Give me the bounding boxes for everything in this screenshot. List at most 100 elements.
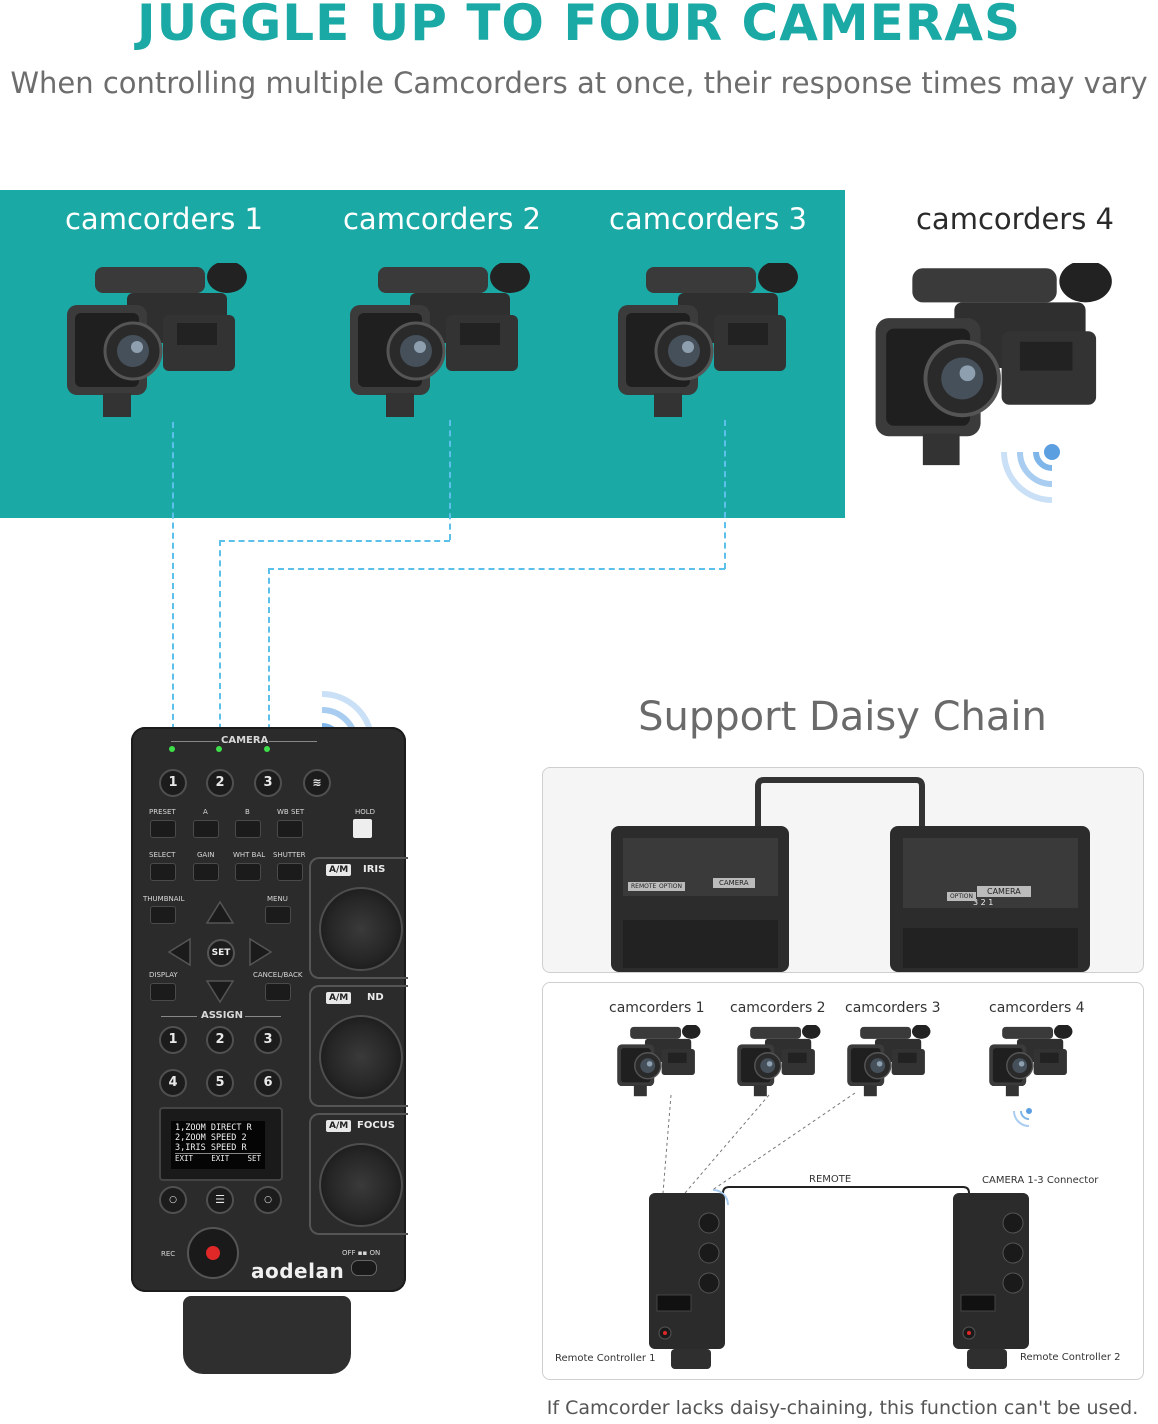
screen-exit-2: EXIT [211, 1154, 230, 1163]
camcorder-2-label: camcorders 2 [342, 202, 541, 236]
assign-5-button[interactable]: 5 [206, 1069, 234, 1097]
preset-button[interactable] [150, 820, 176, 838]
camera-label: CAMERA [221, 735, 269, 746]
screen-line-3: 3,IRIS SPEED R [175, 1143, 247, 1153]
divider [269, 741, 317, 742]
nd-am-badge: A/M [326, 992, 352, 1004]
iris-am-badge: A/M [326, 864, 352, 876]
gain-label: GAIN [197, 851, 215, 859]
list-icon: ☰ [215, 1193, 225, 1206]
menu-button[interactable] [265, 906, 291, 924]
left-soft-button[interactable]: ○ [159, 1186, 187, 1214]
set-button[interactable]: SET [207, 939, 235, 967]
daisy-chain-title: Support Daisy Chain [638, 694, 1047, 740]
camera-2-button[interactable]: 2 [206, 769, 234, 797]
assign-2-button[interactable]: 2 [206, 1026, 234, 1054]
daisy-chain-diagram-panel: camcorders 1 camcorders 2 camcorders 3 c… [542, 982, 1144, 1380]
daisy-cable-illustration [611, 777, 1090, 972]
screen-line-2: 2,ZOOM SPEED 2 [175, 1133, 247, 1143]
a-label: A [203, 808, 208, 816]
gain-button[interactable] [193, 863, 219, 881]
assign-3-button[interactable]: 3 [254, 1026, 282, 1054]
iris-knob-frame [309, 857, 408, 979]
rec-button[interactable] [187, 1227, 239, 1279]
camcorder-4-label: camcorders 4 [915, 202, 1114, 236]
select-button[interactable] [150, 863, 176, 881]
divider [245, 1016, 281, 1017]
daisy-cam-3-label: camcorders 3 [845, 1000, 941, 1016]
divider [161, 1016, 197, 1017]
shutter-button[interactable] [277, 863, 303, 881]
wht-bal-button[interactable] [235, 863, 261, 881]
thumbnail-label: THUMBNAIL [143, 895, 185, 903]
remote-cable-label: REMOTE [809, 1174, 852, 1185]
screen-set: SET [247, 1154, 261, 1163]
screen-exit-1: EXIT [175, 1154, 194, 1163]
down-arrow-icon [205, 980, 235, 1004]
screen-line-1: 1,ZOOM DIRECT R [175, 1123, 252, 1133]
cancel-back-label: CANCEL/BACK [253, 971, 303, 979]
remote-controller: CAMERA 1 2 3 ≋ PRESET A B WB SET HOLD SE… [131, 727, 408, 1292]
wireless-signal-icon [1001, 444, 1060, 503]
connector-label: CAMERA 1-3 Connector [982, 1175, 1099, 1186]
right-soft-button[interactable]: ○ [254, 1186, 282, 1214]
focus-knob[interactable] [319, 1143, 403, 1227]
panel-camera-label-2: CAMERA [977, 886, 1031, 897]
hold-switch[interactable] [353, 819, 372, 838]
rec-icon [206, 1246, 220, 1260]
camera-3-led [264, 746, 270, 752]
wifi-icon: ≋ [312, 776, 322, 789]
divider [171, 741, 219, 742]
select-label: SELECT [149, 851, 176, 859]
thumbnail-button[interactable] [150, 906, 176, 924]
camcorder-3-image [616, 263, 800, 419]
up-arrow-icon [205, 900, 235, 924]
nd-label: ND [367, 992, 384, 1003]
hold-label: HOLD [355, 808, 376, 816]
a-button[interactable] [193, 820, 219, 838]
assign-1-button[interactable]: 1 [159, 1026, 187, 1054]
link-line-camera-2-c [219, 540, 221, 740]
panel-camera-numbers-2: 3 2 1 [973, 898, 994, 907]
nd-knob[interactable] [319, 1015, 403, 1099]
panel-remote-label-1: REMOTE [628, 882, 660, 891]
wb-set-button[interactable] [277, 820, 303, 838]
link-line-camera-2-b [219, 540, 450, 542]
daisy-chain-photo-panel: CAMERA REMOTE OPTION CAMERA 3 2 1 OPTION [542, 767, 1144, 973]
b-label: B [245, 808, 250, 816]
camcorder-2-image [348, 263, 532, 419]
camera-1-led [169, 746, 175, 752]
power-switch[interactable] [351, 1260, 377, 1276]
controller-1-label: Remote Controller 1 [555, 1353, 656, 1364]
camera-3-button[interactable]: 3 [254, 769, 282, 797]
display-label: DISPLAY [149, 971, 178, 979]
panel-option-label-2: OPTION [947, 892, 976, 901]
daisy-cam-2-label: camcorders 2 [730, 1000, 826, 1016]
assign-6-button[interactable]: 6 [254, 1069, 282, 1097]
assign-label: ASSIGN [201, 1010, 243, 1021]
wb-set-label: WB SET [277, 808, 305, 816]
wht-bal-label: WHT BAL [233, 851, 266, 859]
iris-knob[interactable] [319, 887, 403, 971]
page-subtitle: When controlling multiple Camcorders at … [10, 66, 1148, 100]
link-line-camera-1 [172, 422, 174, 740]
display-button[interactable] [150, 983, 176, 1001]
wireless-button[interactable]: ≋ [303, 769, 331, 797]
camera-1-button[interactable]: 1 [159, 769, 187, 797]
list-button[interactable]: ☰ [206, 1186, 234, 1214]
link-line-camera-3-c [268, 568, 270, 740]
focus-am-badge: A/M [326, 1120, 352, 1132]
rec-label: REC [161, 1250, 176, 1258]
page-title: JUGGLE UP TO FOUR CAMERAS [136, 0, 1022, 52]
focus-knob-frame [309, 1113, 408, 1235]
power-label: OFF ▪▪ ON [342, 1249, 381, 1257]
cancel-back-button[interactable] [265, 983, 291, 1001]
panel-camera-label-1: CAMERA [713, 878, 755, 888]
b-button[interactable] [235, 820, 261, 838]
nd-knob-frame [309, 985, 408, 1107]
daisy-chain-footnote: If Camcorder lacks daisy-chaining, this … [546, 1397, 1139, 1419]
controller-2-label: Remote Controller 2 [1020, 1352, 1121, 1363]
shutter-label: SHUTTER [273, 851, 306, 859]
assign-4-button[interactable]: 4 [159, 1069, 187, 1097]
brand-logo: aodelan [251, 1259, 345, 1283]
